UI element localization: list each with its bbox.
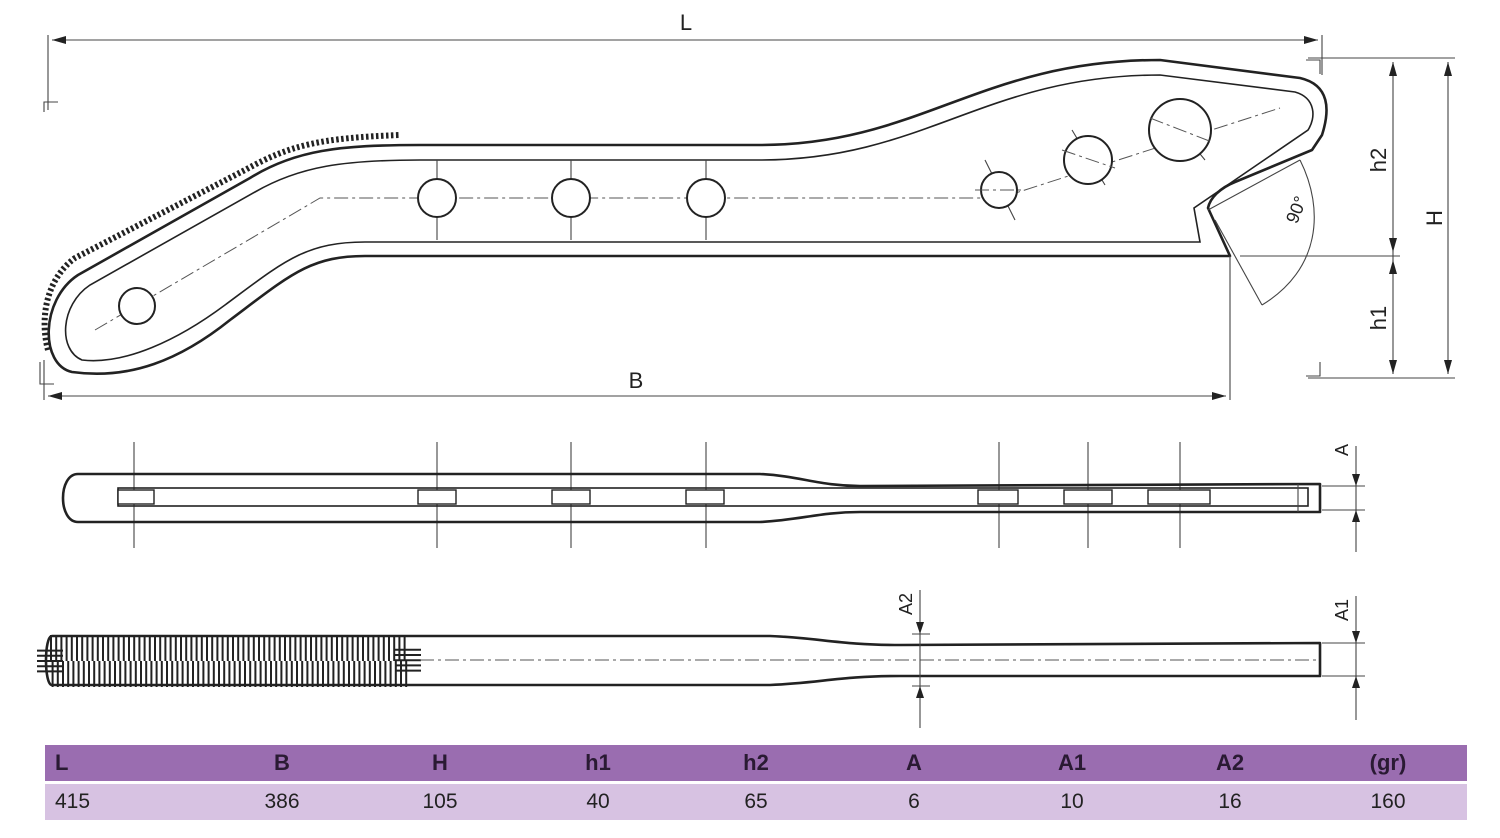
hole-3 xyxy=(551,178,591,218)
value-B: 386 xyxy=(203,781,361,820)
value-A: 6 xyxy=(835,781,993,820)
value-weight: 160 xyxy=(1309,781,1467,820)
hole-4 xyxy=(686,178,726,218)
header-A1: A1 xyxy=(993,745,1151,783)
dim-label-h1: h1 xyxy=(1366,306,1391,330)
top-view: L B h2 h1 H 90° xyxy=(39,10,1455,400)
technical-drawing: L B h2 h1 H 90° xyxy=(37,10,1455,728)
value-A1: 10 xyxy=(993,781,1151,820)
dim-label-H: H xyxy=(1422,210,1447,226)
dim-label-B: B xyxy=(629,368,644,393)
header-A2: A2 xyxy=(1151,745,1309,783)
dim-label-h2: h2 xyxy=(1366,148,1391,172)
bottom-view: A2 A1 xyxy=(37,590,1365,728)
knurled-grip xyxy=(37,635,421,687)
header-weight: (gr) xyxy=(1309,745,1467,783)
dim-label-L: L xyxy=(680,10,692,35)
value-h2: 65 xyxy=(677,781,835,820)
hole-1 xyxy=(118,287,156,325)
side-profile xyxy=(61,472,1322,524)
angle-label: 90° xyxy=(1282,193,1311,226)
header-A: A xyxy=(835,745,993,783)
dim-label-A2: A2 xyxy=(896,593,916,615)
header-B: B xyxy=(203,745,361,783)
header-L: L xyxy=(45,745,203,783)
value-A2: 16 xyxy=(1151,781,1309,820)
dim-label-A1: A1 xyxy=(1332,599,1352,621)
spec-header-row: L B H h1 h2 A A1 A2 (gr) xyxy=(45,745,1467,783)
value-H: 105 xyxy=(361,781,519,820)
spec-table: L B H h1 h2 A A1 A2 (gr) 415 386 105 40 … xyxy=(45,745,1467,820)
value-L: 415 xyxy=(45,781,203,820)
spec-value-row: 415 386 105 40 65 6 10 16 160 xyxy=(45,781,1467,820)
header-h2: h2 xyxy=(677,745,835,783)
hole-2 xyxy=(417,178,457,218)
bottom-profile xyxy=(44,634,1322,687)
header-h1: h1 xyxy=(519,745,677,783)
dim-label-A: A xyxy=(1332,444,1352,456)
header-H: H xyxy=(361,745,519,783)
side-view-a: A xyxy=(61,442,1365,552)
hole-6 xyxy=(1063,135,1113,185)
tool-inner-outline xyxy=(64,74,1314,362)
tool-outline xyxy=(47,58,1328,376)
value-h1: 40 xyxy=(519,781,677,820)
